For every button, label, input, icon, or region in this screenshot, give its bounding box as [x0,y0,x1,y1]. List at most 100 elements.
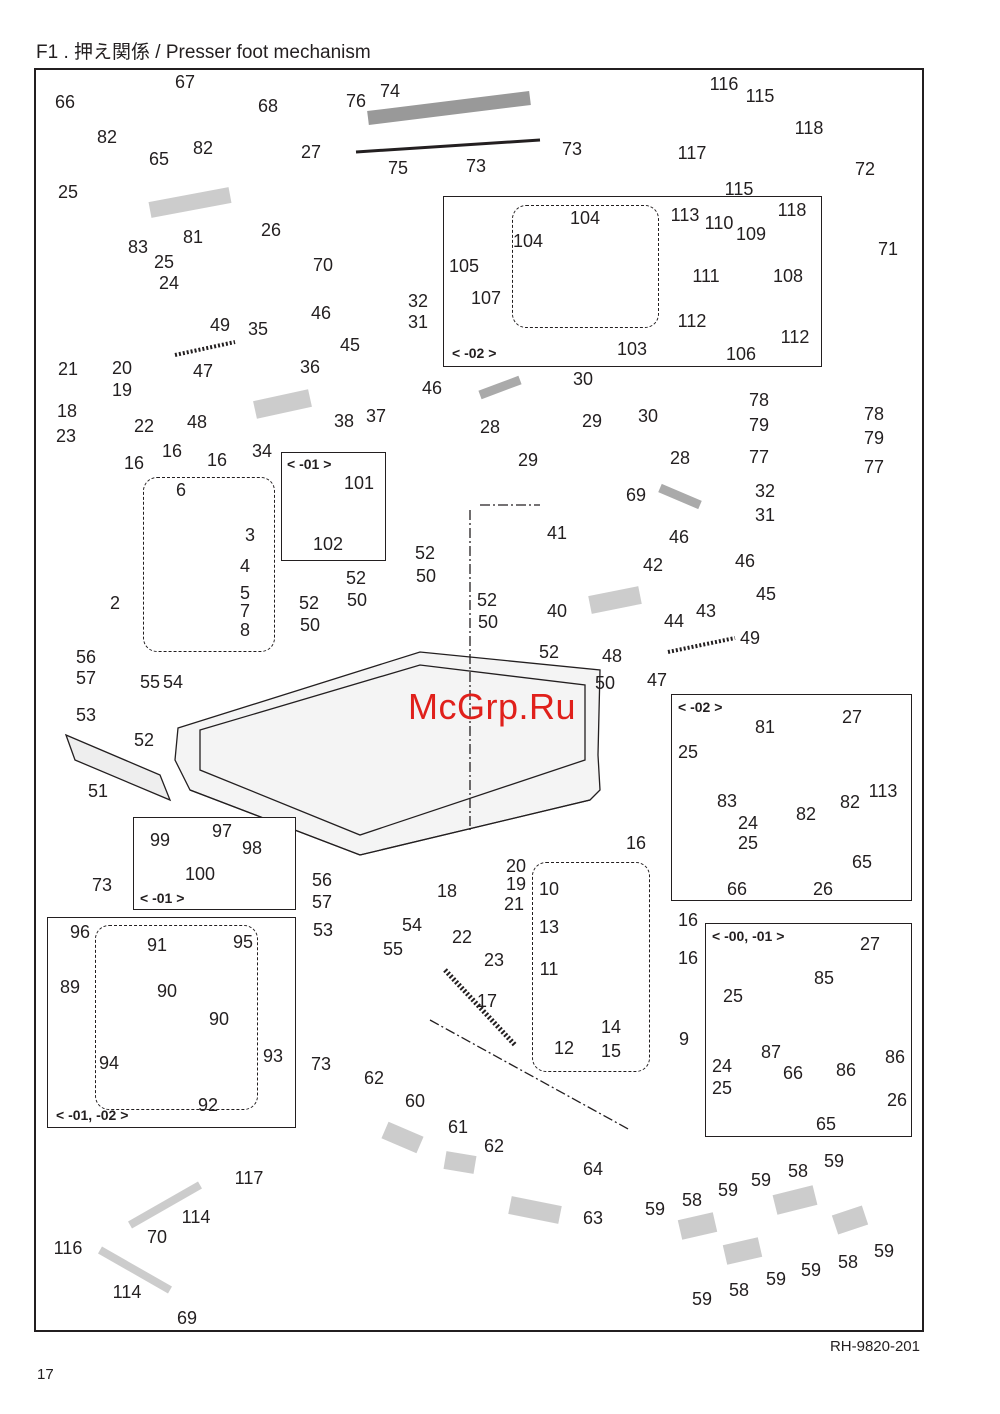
part-number-label: 77 [863,457,885,477]
variant-label: < -00, -01 > [712,928,785,944]
variant-label: < -02 > [452,345,497,361]
part-number-label: 53 [75,705,97,725]
part-number-label: 73 [465,156,487,176]
cylinder-34 [253,389,312,419]
part-number-label: 82 [96,127,118,147]
part-number-label: 118 [794,118,824,138]
part-number-label: 70 [312,255,334,275]
part-number-label: 4 [239,556,251,576]
part-number-label: 75 [387,158,409,178]
part-number-label: 46 [310,303,332,323]
part-number-label: 25 [737,833,759,853]
part-number-label: 30 [637,406,659,426]
part-number-label: 60 [404,1091,426,1111]
part-number-label: 28 [479,417,501,437]
part-number-label: 16 [677,948,699,968]
part-number-label: 46 [734,551,756,571]
part-number-label: 44 [663,611,685,631]
part-number-label: 45 [339,335,361,355]
part-number-label: 76 [345,91,367,111]
part-number-label: 58 [728,1280,750,1300]
part-number-label: 117 [234,1168,264,1188]
part-number-label: 57 [311,892,333,912]
part-number-label: 104 [569,208,601,228]
part-number-label: 66 [726,879,748,899]
part-number-label: 62 [363,1068,385,1088]
part-number-label: 103 [616,339,648,359]
part-number-label: 2 [109,593,121,613]
part-number-label: 82 [192,138,214,158]
part-number-label: 12 [553,1038,575,1058]
part-number-label: 114 [181,1207,211,1227]
part-number-label: 19 [505,874,527,894]
bushings-58 [677,1185,869,1265]
part-number-label: 69 [176,1308,198,1328]
part-number-label: 54 [401,915,423,935]
part-number-label: 21 [57,359,79,379]
part-number-label: 86 [884,1047,906,1067]
part-number-label: 45 [755,584,777,604]
part-number-label: 34 [251,441,273,461]
part-number-label: 77 [748,447,770,467]
part-number-label: 116 [709,74,739,94]
part-number-label: 59 [823,1151,845,1171]
cylinder-40 [588,586,642,614]
part-number-label: 112 [780,327,810,347]
part-number-label: 28 [669,448,691,468]
part-number-label: 56 [75,647,97,667]
part-number-label: 40 [546,601,568,621]
part-number-label: 24 [737,813,759,833]
part-number-label: 15 [600,1041,622,1061]
part-number-label: 52 [345,568,367,588]
part-number-label: 52 [298,593,320,613]
variant-label: < -02 > [678,699,723,715]
part-number-label: 26 [886,1090,908,1110]
part-number-label: 25 [711,1078,733,1098]
part-number-label: 50 [415,566,437,586]
part-number-label: 41 [546,523,568,543]
group-2 [143,477,275,652]
tube-74 [367,91,531,125]
inset-variant-00-01: < -00, -01 > [705,923,912,1137]
part-number-label: 50 [477,612,499,632]
inset-variant-02-right: < -02 > [671,694,912,901]
part-number-label: 91 [146,935,168,955]
part-number-label: 55 [382,939,404,959]
part-number-label: 54 [162,672,184,692]
part-number-label: 29 [581,411,603,431]
part-number-label: 107 [470,288,502,308]
part-number-label: 52 [133,730,155,750]
part-number-label: 10 [538,879,560,899]
part-number-label: 92 [197,1095,219,1115]
part-number-label: 66 [54,92,76,112]
variant-label: < -01 > [140,890,185,906]
part-number-label: 106 [725,344,757,364]
part-number-label: 110 [704,213,734,233]
part-number-label: 25 [57,182,79,202]
part-number-label: 63 [582,1208,604,1228]
part-number-label: 58 [787,1161,809,1181]
part-number-label: 50 [594,673,616,693]
part-number-label: 48 [186,412,208,432]
part-number-label: 16 [161,441,183,461]
part-number-label: 61 [447,1117,469,1137]
diagram-frame [34,68,924,1332]
group-89 [95,925,258,1110]
part-number-label: 65 [851,852,873,872]
part-number-label: 59 [800,1260,822,1280]
part-number-label: 24 [711,1056,733,1076]
part-number-label: 65 [815,1114,837,1134]
part-number-label: 16 [625,833,647,853]
part-number-label: 96 [69,922,91,942]
part-number-label: 93 [262,1046,284,1066]
part-number-label: 16 [206,450,228,470]
part-number-label: 19 [111,380,133,400]
part-number-label: 101 [343,473,375,493]
part-number-label: 30 [572,369,594,389]
part-number-label: 117 [677,143,707,163]
base-plate-inner [199,664,586,836]
part-number-label: 21 [503,894,525,914]
base-plate [174,651,601,856]
part-number-label: 6 [175,480,187,500]
